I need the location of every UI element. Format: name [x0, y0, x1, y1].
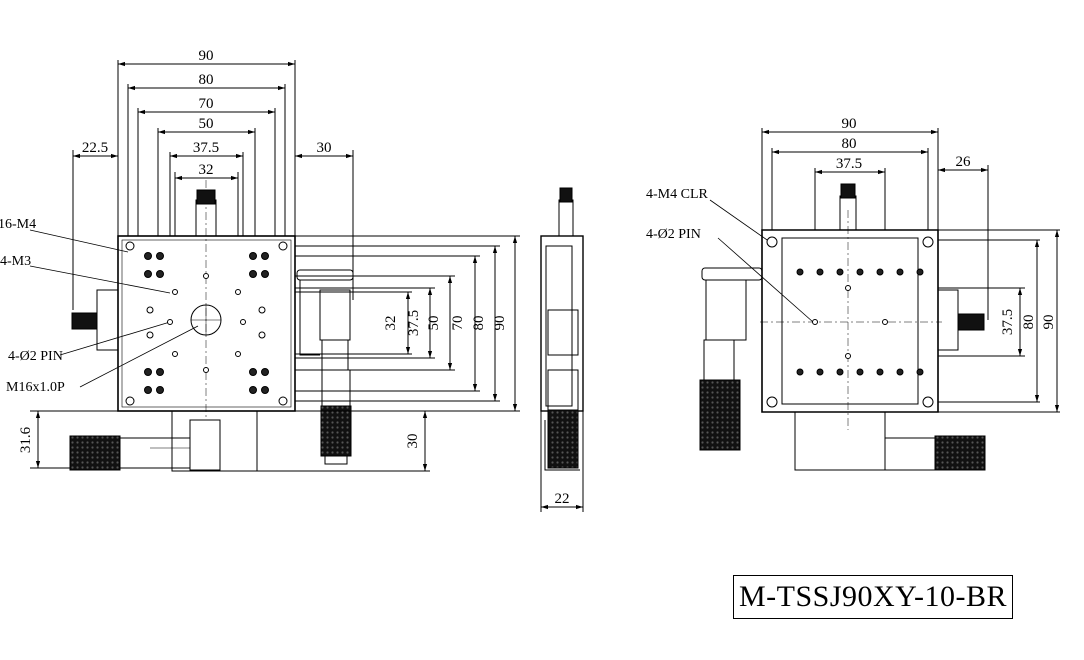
bottom-vdim-80: 80	[1021, 315, 1037, 330]
callout-4-m3: 4-M3	[0, 254, 31, 269]
front-hole-pattern	[125, 241, 288, 406]
model-title-block: M-TSSJ90XY-10-BR	[733, 575, 1013, 619]
front-vdim-37-5: 37.5	[406, 310, 422, 336]
front-dim-22-5: 22.5	[82, 140, 108, 156]
front-view-labels: 90 80 70 50 37.5 32 22.5 30 32 37.5 50 7…	[18, 48, 508, 453]
callout-m16x1-0p: M16x1.0P	[6, 380, 65, 395]
front-dim-90: 90	[199, 48, 214, 64]
bottom-callouts: 4-M4 CLR 4-Ø2 PIN	[646, 187, 709, 242]
front-dim-30-top: 30	[317, 140, 332, 156]
callout-4-pin-front: 4-Ø2 PIN	[8, 349, 63, 364]
side-dim-22: 22	[555, 491, 570, 507]
front-view	[29, 60, 520, 472]
front-dim-37-5: 37.5	[193, 140, 219, 156]
bottom-vdim-37-5: 37.5	[1000, 309, 1016, 335]
bottom-hole-pattern	[766, 236, 934, 408]
side-view-labels: 22	[555, 491, 570, 507]
callout-4-m4-clr: 4-M4 CLR	[646, 187, 709, 202]
bottom-dim-80: 80	[842, 136, 857, 152]
front-vdim-70: 70	[450, 316, 466, 331]
bottom-view-labels: 90 80 37.5 26 37.5 80 90	[836, 116, 1057, 335]
callout-4-pin-bottom: 4-Ø2 PIN	[646, 227, 701, 242]
front-dim-70: 70	[199, 96, 214, 112]
front-dim-32: 32	[199, 162, 214, 178]
side-view	[540, 187, 584, 512]
front-vdim-50: 50	[426, 316, 442, 331]
callout-16-m4: 16-M4	[0, 217, 36, 232]
front-dim-50: 50	[199, 116, 214, 132]
front-dim-80: 80	[199, 72, 214, 88]
bottom-vdim-90: 90	[1041, 315, 1057, 330]
front-vdim-80: 80	[471, 316, 487, 331]
front-callouts: 16-M4 4-M3 4-Ø2 PIN M16x1.0P	[0, 217, 65, 395]
bottom-view	[699, 128, 1060, 471]
bottom-dim-26: 26	[956, 154, 972, 170]
bottom-dim-37-5: 37.5	[836, 156, 862, 172]
bottom-dim-90: 90	[842, 116, 857, 132]
front-vdim-32: 32	[383, 316, 399, 331]
front-vdim-31-6: 31.6	[18, 426, 34, 453]
front-vdim-30-bottom: 30	[405, 434, 421, 449]
front-vdim-90: 90	[492, 316, 508, 331]
